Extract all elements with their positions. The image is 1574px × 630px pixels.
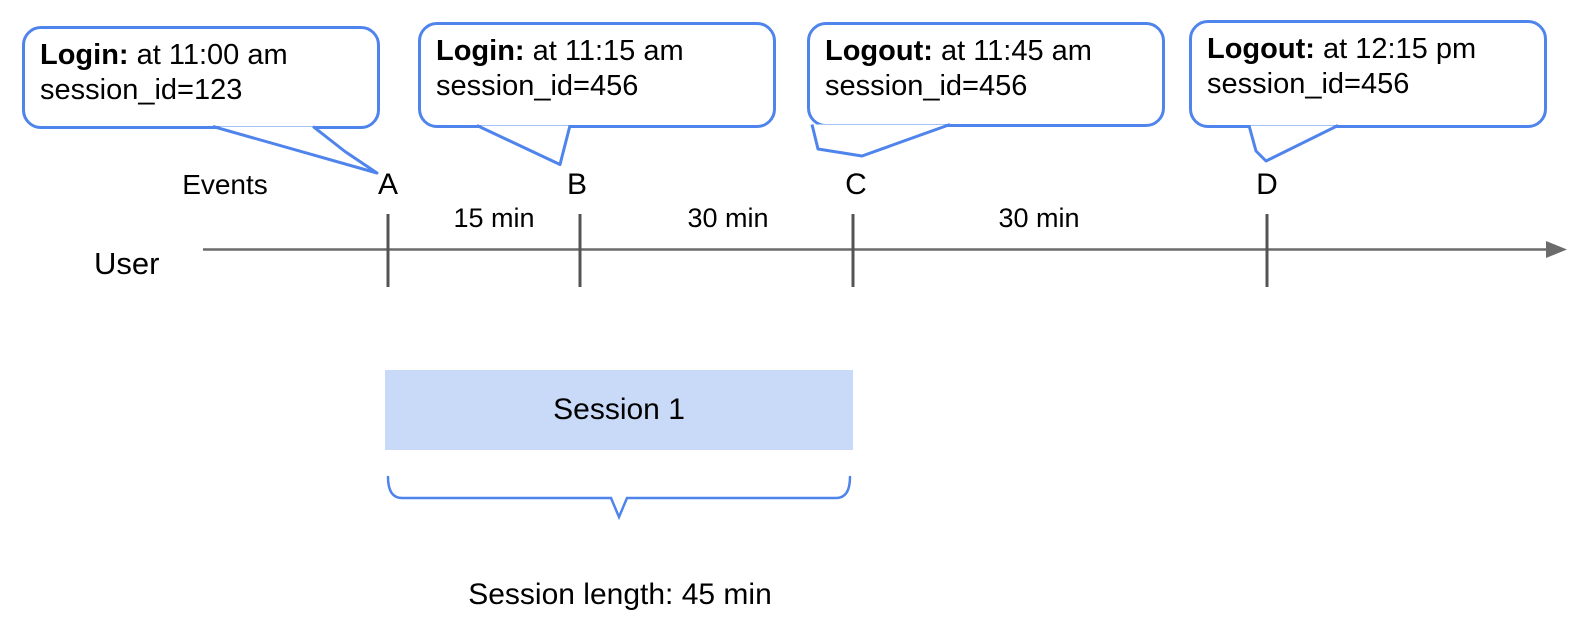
callout-c-event-type: Logout: <box>825 35 933 67</box>
event-marker-b: B <box>566 168 587 201</box>
callout-d-event-type: Logout: <box>1207 33 1315 65</box>
session-length-label: Session length: 45 min <box>468 578 772 611</box>
user-axis-label: User <box>94 246 160 281</box>
session-1-box: Session 1 <box>385 370 853 450</box>
callout-a-line1: Login: at 11:00 am <box>40 38 377 73</box>
callout-b-session-id: session_id=456 <box>436 70 639 102</box>
callout-a-event-type: Login: <box>40 39 129 71</box>
callout-b-line1: Login: at 11:15 am <box>436 34 773 69</box>
callout-b-time: at 11:15 am <box>524 35 684 67</box>
callout-c-tail-icon <box>810 123 951 158</box>
callout-event-c: Logout: at 11:45 am session_id=456 <box>807 22 1165 127</box>
callout-a-time: at 11:00 am <box>128 39 288 71</box>
callout-d-time: at 12:15 pm <box>1314 33 1477 65</box>
callout-b-event-type: Login: <box>436 35 525 67</box>
interval-label-a-b: 15 min <box>453 203 535 233</box>
interval-label-c-d: 30 min <box>998 203 1080 233</box>
callout-c-session-id: session_id=456 <box>825 70 1028 102</box>
callout-b-tail-icon <box>476 124 572 166</box>
event-marker-d: D <box>1256 168 1278 201</box>
callout-a-session-id: session_id=123 <box>40 74 243 106</box>
arrow-right-icon <box>1546 241 1567 258</box>
session-length-brace-icon <box>386 475 852 521</box>
callout-event-d: Logout: at 12:15 pm session_id=456 <box>1189 20 1547 128</box>
interval-label-b-c: 30 min <box>687 203 769 233</box>
session-1-label: Session 1 <box>553 393 685 426</box>
callout-d-session-id: session_id=456 <box>1207 68 1410 100</box>
callout-a-tail-icon <box>212 125 379 175</box>
events-label: Events <box>182 169 268 200</box>
callout-event-a: Login: at 11:00 am session_id=123 <box>22 26 380 129</box>
event-marker-c: C <box>845 168 867 201</box>
callout-c-line1: Logout: at 11:45 am <box>825 34 1162 69</box>
callout-d-tail-icon <box>1247 124 1339 163</box>
callout-event-b: Login: at 11:15 am session_id=456 <box>418 22 776 128</box>
callout-c-time: at 11:45 am <box>932 35 1092 67</box>
callout-d-line1: Logout: at 12:15 pm <box>1207 32 1544 67</box>
event-marker-a: A <box>377 168 398 201</box>
